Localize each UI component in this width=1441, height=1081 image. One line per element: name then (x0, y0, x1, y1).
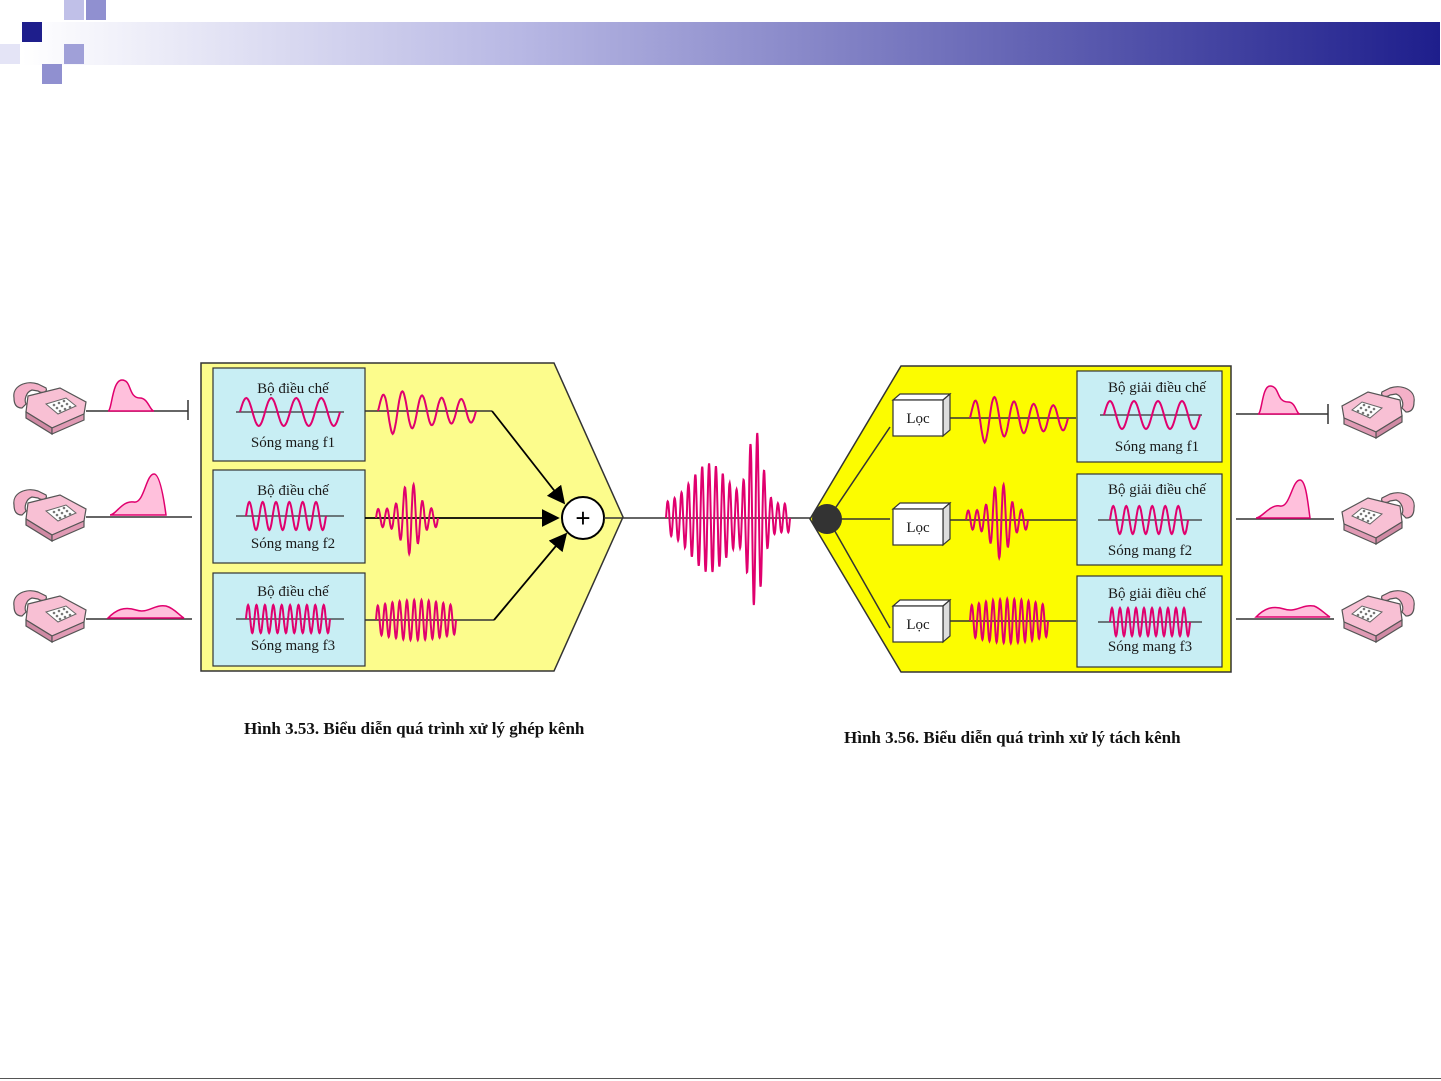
demodulator-2: Bộ giải điều chế Sóng mang f2 (1077, 474, 1222, 565)
multiplexer: Bộ điều chế Sóng mang f1 Bộ điều chế Són… (14, 363, 623, 671)
modulator-title: Bộ điều chế (257, 381, 329, 397)
modulator-1: Bộ điều chế Sóng mang f1 (213, 368, 365, 461)
carrier-label: Sóng mang f1 (1115, 439, 1199, 455)
demultiplexer: Lọc Lọc Lọc Bộ giải điều chế Sóng mang f (810, 366, 1414, 672)
demodulator-1: Bộ giải điều chế Sóng mang f1 (1077, 371, 1222, 462)
composite-signal (666, 433, 790, 605)
recovered-signal-3 (1256, 606, 1330, 617)
baseband-signal-2 (110, 474, 166, 515)
demodulator-title: Bộ giải điều chế (1108, 482, 1206, 498)
baseband-signal-1 (108, 380, 154, 411)
baseband-signal-3 (108, 606, 184, 618)
recovered-signal-1 (1258, 386, 1300, 414)
demodulator-title: Bộ giải điều chế (1108, 586, 1206, 602)
recovered-signal-2 (1256, 480, 1310, 518)
demodulator-3: Bộ giải điều chế Sóng mang f3 (1077, 576, 1222, 667)
carrier-label: Sóng mang f1 (251, 435, 335, 451)
demodulator-title: Bộ giải điều chế (1108, 380, 1206, 396)
splitter-node (812, 504, 842, 534)
carrier-label: Sóng mang f3 (251, 638, 335, 654)
carrier-label: Sóng mang f2 (1108, 543, 1192, 559)
filter-label: Lọc (906, 617, 930, 633)
filter-2: Lọc (893, 503, 950, 545)
bottom-divider (0, 1078, 1441, 1079)
phone-icon (14, 490, 86, 541)
carrier-wave-f3 (1110, 608, 1190, 636)
modulator-title: Bộ điều chế (257, 483, 329, 499)
caption-demultiplexing: Hình 3.56. Biểu diễn quá trình xử lý tác… (844, 728, 1181, 748)
adder-symbol: + (575, 503, 590, 533)
phone-icon (1342, 387, 1414, 438)
carrier-label: Sóng mang f3 (1108, 639, 1192, 655)
phone-icon (1342, 493, 1414, 544)
filter-label: Lọc (906, 411, 930, 427)
phone-icon (14, 591, 86, 642)
carrier-label: Sóng mang f2 (251, 536, 335, 552)
phone-icon (14, 383, 86, 434)
phone-icon (1342, 591, 1414, 642)
modulator-2: Bộ điều chế Sóng mang f2 (213, 470, 365, 563)
filter-label: Lọc (906, 520, 930, 536)
filter-3: Lọc (893, 600, 950, 642)
modulator-title: Bộ điều chế (257, 584, 329, 600)
modulator-3: Bộ điều chế Sóng mang f3 (213, 573, 365, 666)
caption-multiplexing: Hình 3.53. Biểu diễn quá trình xử lý ghé… (244, 719, 584, 739)
filter-1: Lọc (893, 394, 950, 436)
